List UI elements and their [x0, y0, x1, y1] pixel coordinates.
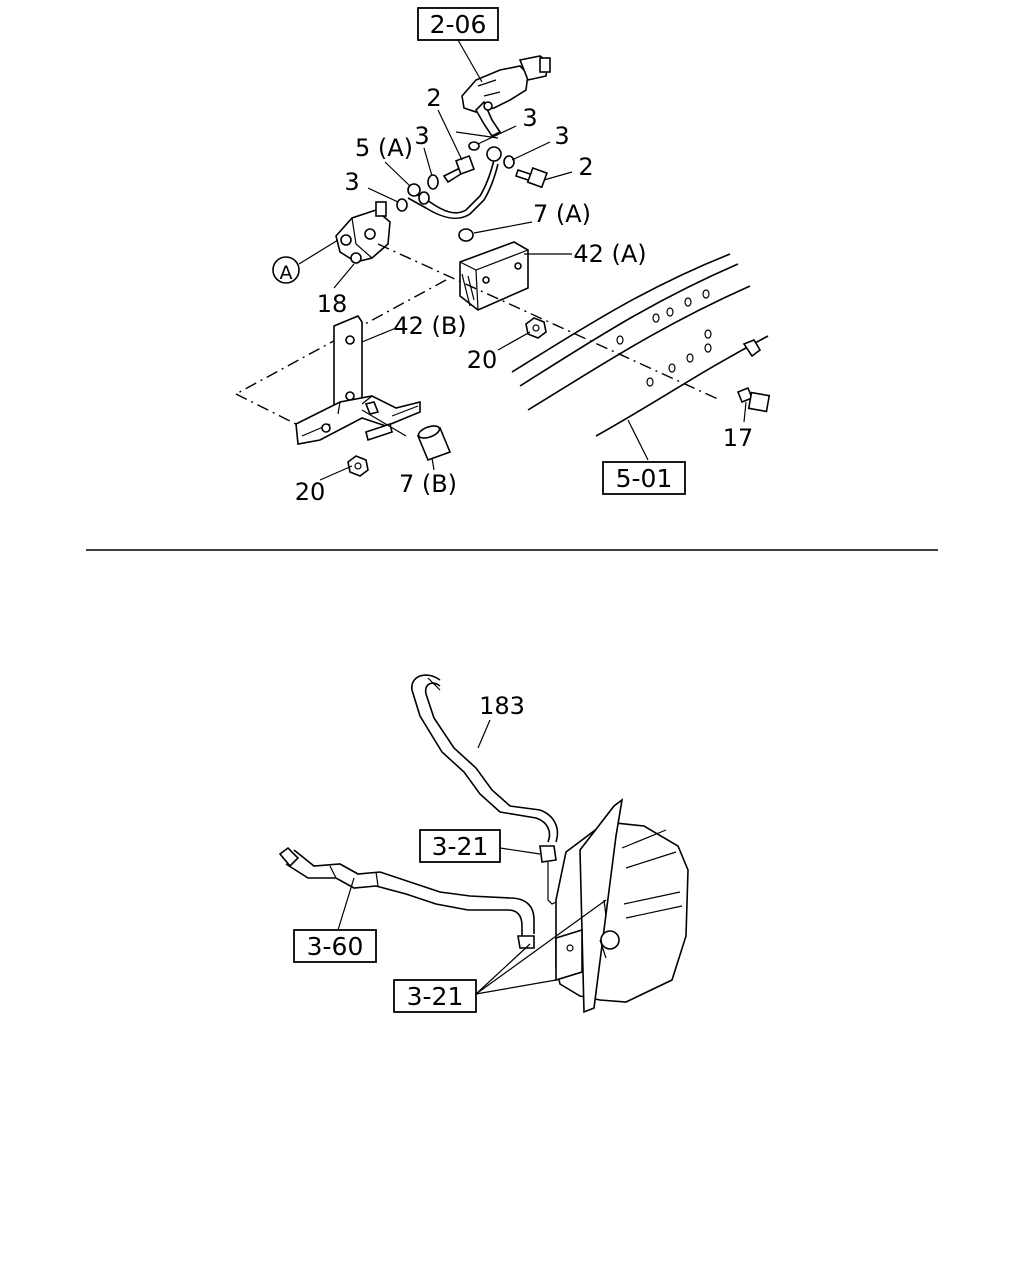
lower-assembly: 3-21 3-60 3-21 183 [278, 674, 689, 1014]
bracket-bolt [361, 401, 407, 437]
svg-text:A: A [280, 262, 293, 284]
clamp-lower [517, 935, 535, 949]
upper-leader-lines [319, 39, 747, 481]
label-42b: 42 (B) [393, 312, 466, 340]
label-5a: 5 (A) [355, 134, 413, 162]
hose-183 [411, 674, 559, 843]
svg-text:3-60: 3-60 [307, 932, 364, 961]
nut-20-left [347, 455, 369, 477]
isolator-block-42a [459, 241, 529, 311]
frame-holes [616, 289, 712, 387]
reservoir-tank [555, 798, 689, 1014]
lower-leader-lines [337, 719, 607, 995]
clamp-upper [539, 845, 557, 863]
washer-7a [458, 228, 474, 242]
ref-box-5-01: 5-01 [602, 461, 686, 495]
pipe-5a [407, 146, 502, 220]
svg-text:3-21: 3-21 [407, 982, 464, 1011]
bracket-18 [335, 201, 391, 264]
label-17: 17 [723, 424, 754, 452]
ref-box-3-21-top: 3-21 [419, 829, 501, 863]
label-18: 18 [317, 290, 348, 318]
reference-circle-a: A [272, 239, 339, 284]
washer-3-c [503, 155, 515, 169]
hose-pipe-stem [547, 862, 557, 905]
svg-text:5-01: 5-01 [616, 464, 673, 493]
label-20-left: 20 [295, 478, 326, 506]
svg-text:2-06: 2-06 [430, 10, 487, 39]
svg-text:3-21: 3-21 [432, 832, 489, 861]
label-2-right: 2 [578, 153, 593, 181]
label-2-top: 2 [426, 84, 441, 112]
label-3-upper: 3 [522, 104, 537, 132]
label-183: 183 [479, 692, 525, 720]
label-3-left: 3 [414, 122, 429, 150]
bolt-2-left [442, 155, 475, 184]
ref-box-3-21-bottom: 3-21 [393, 979, 477, 1013]
bolt-2-right [514, 167, 548, 189]
bolt-17 [736, 386, 771, 413]
ref-box-2-06: 2-06 [417, 7, 499, 41]
label-20-right: 20 [467, 346, 498, 374]
label-7b: 7 (B) [399, 470, 457, 498]
valve-assembly [461, 55, 551, 138]
spacer-7b [416, 425, 452, 462]
bracket-42b [295, 315, 421, 445]
label-3-far-left: 3 [344, 168, 359, 196]
washer-3-a [427, 174, 439, 190]
ref-box-3-60: 3-60 [293, 929, 377, 963]
chassis-frame [511, 253, 769, 437]
hose-3-60 [278, 846, 535, 936]
washer-3-b [468, 141, 480, 151]
label-7a: 7 (A) [533, 200, 591, 228]
label-42a: 42 (A) [573, 240, 646, 268]
washer-3-d [396, 198, 408, 212]
nut-20-right [525, 317, 547, 339]
upper-assembly: A [235, 7, 771, 506]
label-3-right: 3 [554, 122, 569, 150]
